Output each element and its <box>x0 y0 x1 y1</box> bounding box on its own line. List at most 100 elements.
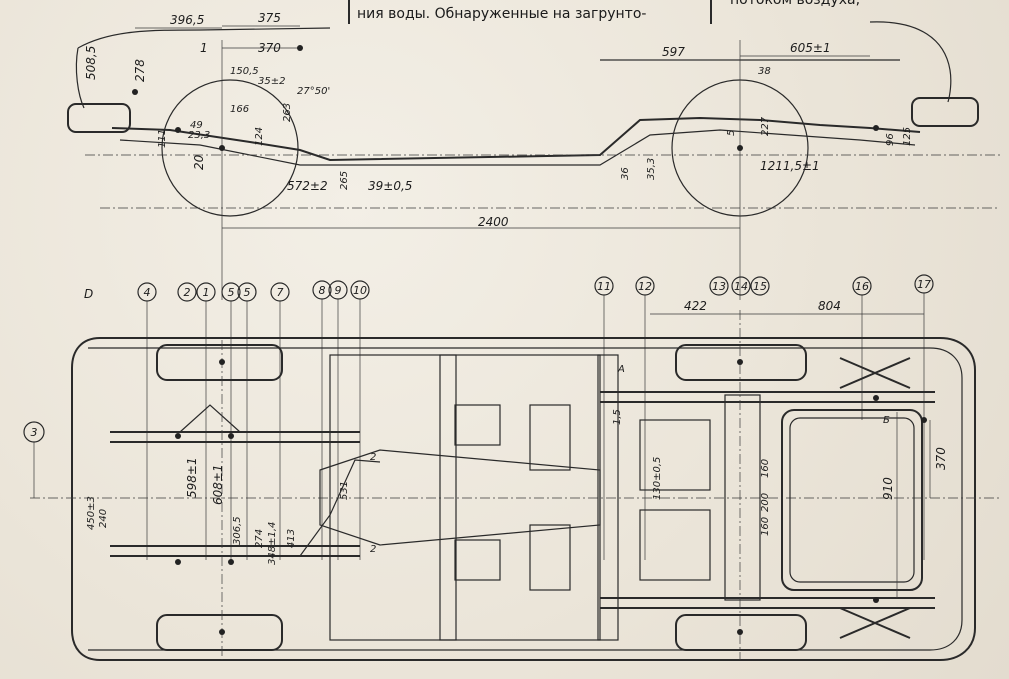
dim-150-5: 150,5 <box>230 66 259 77</box>
front-seat-crossmember <box>439 354 457 641</box>
dim-2400: 2400 <box>478 215 509 229</box>
dim-35-3: 35,3 <box>646 158 657 180</box>
rear-left-rail <box>600 391 935 403</box>
rear-crossmember <box>724 394 761 601</box>
dim-227: 227 <box>760 116 771 136</box>
svg-text:7: 7 <box>277 286 284 299</box>
body-inner-outline <box>88 347 963 651</box>
rear-floor-left <box>639 419 711 491</box>
mount-point <box>737 359 743 365</box>
dim-1-ref: 1 <box>200 41 208 55</box>
dim-274: 274 <box>254 529 265 548</box>
marker-7: 7 <box>270 282 290 302</box>
marker-3: 3 <box>23 421 45 443</box>
datum-D: D <box>84 287 93 301</box>
svg-text:5: 5 <box>228 286 235 299</box>
dim-124: 124 <box>254 127 265 146</box>
body-outline-plan <box>71 337 976 661</box>
dim-804: 804 <box>818 299 841 313</box>
svg-text:12: 12 <box>638 280 652 293</box>
mount-point <box>219 629 225 635</box>
dim-166: 166 <box>230 104 249 115</box>
dim-35-2: 35±2 <box>258 76 285 87</box>
svg-text:3: 3 <box>31 426 38 439</box>
dim-265: 265 <box>339 171 350 190</box>
marker-15: 15 <box>750 276 770 296</box>
front-left-wheel-plan <box>156 344 283 381</box>
dim-2-lower: 2 <box>370 544 376 555</box>
front-left-rail <box>110 431 360 443</box>
rear-right-wheel-plan <box>675 614 807 651</box>
rear-fender-outline <box>869 21 952 103</box>
mount-point <box>921 417 927 423</box>
front-fender-edge <box>75 47 85 109</box>
dim-572: 572±2 <box>287 179 328 193</box>
marker-14: 14 <box>731 276 751 296</box>
frame-rail-side <box>111 116 921 162</box>
dim-240: 240 <box>98 509 109 528</box>
floor-pan <box>329 354 601 641</box>
front-right-rail <box>110 545 360 557</box>
marker-10: 10 <box>350 280 370 300</box>
page-header: ния воды. Обнаруженные на загрунто- пото… <box>348 0 860 24</box>
dim-450: 450±3 <box>86 496 97 530</box>
floor-line-side <box>119 129 916 166</box>
svg-text:10: 10 <box>353 284 367 297</box>
dim-370: 370 <box>258 41 281 55</box>
middle-crossmember <box>597 354 619 641</box>
floor-panel-rr <box>529 524 571 591</box>
section-A-label: A <box>617 364 625 375</box>
header-text-right: потоком воздуха, <box>730 0 860 8</box>
dim-278: 278 <box>133 59 147 82</box>
marker-12: 12 <box>635 276 655 296</box>
dim-348: 348±1,4 <box>267 522 278 565</box>
rear-bumper-side <box>911 97 979 127</box>
marker-5a: 5 <box>221 282 241 302</box>
mount-point <box>737 629 743 635</box>
dim-38: 38 <box>758 66 771 77</box>
mount-point <box>873 125 879 131</box>
mount-point <box>737 145 743 151</box>
dim-125: 125 <box>902 127 913 146</box>
dim-910: 910 <box>881 477 895 500</box>
rear-right-rail <box>600 597 935 609</box>
marker-16: 16 <box>852 276 872 296</box>
section-B-label: Б <box>883 415 890 426</box>
svg-text:4: 4 <box>144 286 151 299</box>
mount-point <box>175 433 181 439</box>
mount-point <box>219 359 225 365</box>
dim-36: 36 <box>620 167 631 180</box>
mount-point <box>132 89 138 95</box>
mounting-points <box>132 45 927 635</box>
dim-49: 49 <box>190 120 203 131</box>
svg-text:2: 2 <box>184 286 191 299</box>
tunnel-outline <box>319 449 601 546</box>
trunk-floor <box>781 409 923 591</box>
dim-608: 608±1 <box>211 464 225 505</box>
front-bumper-side <box>67 103 131 133</box>
marker-5b: 5 <box>237 282 257 302</box>
rear-floor-right <box>639 509 711 581</box>
svg-text:17: 17 <box>917 278 931 291</box>
svg-text:16: 16 <box>855 280 869 293</box>
dim-1-5: 1,5 <box>612 409 623 425</box>
dim-306-5: 306,5 <box>232 516 243 545</box>
dim-111: 111 <box>157 129 168 148</box>
svg-text:5: 5 <box>244 286 251 299</box>
svg-text:1: 1 <box>203 286 210 299</box>
marker-1: 1 <box>196 282 216 302</box>
dim-160-upper: 160 <box>760 459 771 478</box>
dim-531: 531 <box>339 481 350 500</box>
dim-5: 5 <box>726 130 737 136</box>
dim-96: 96 <box>885 133 896 146</box>
plan-view: 422 804 598±1 608±1 306,5 274 348±1,4 41… <box>30 299 1000 661</box>
dim-370-plan: 370 <box>934 447 948 470</box>
header-text-left: ния воды. Обнаруженные на загрунто- <box>357 6 646 22</box>
dim-413: 413 <box>286 529 297 548</box>
floor-panel-rl <box>529 404 571 471</box>
svg-text:14: 14 <box>734 280 748 293</box>
dim-2-upper: 2 <box>370 452 376 463</box>
dim-20: 20 <box>192 154 206 170</box>
dim-396-5: 396,5 <box>170 13 204 27</box>
